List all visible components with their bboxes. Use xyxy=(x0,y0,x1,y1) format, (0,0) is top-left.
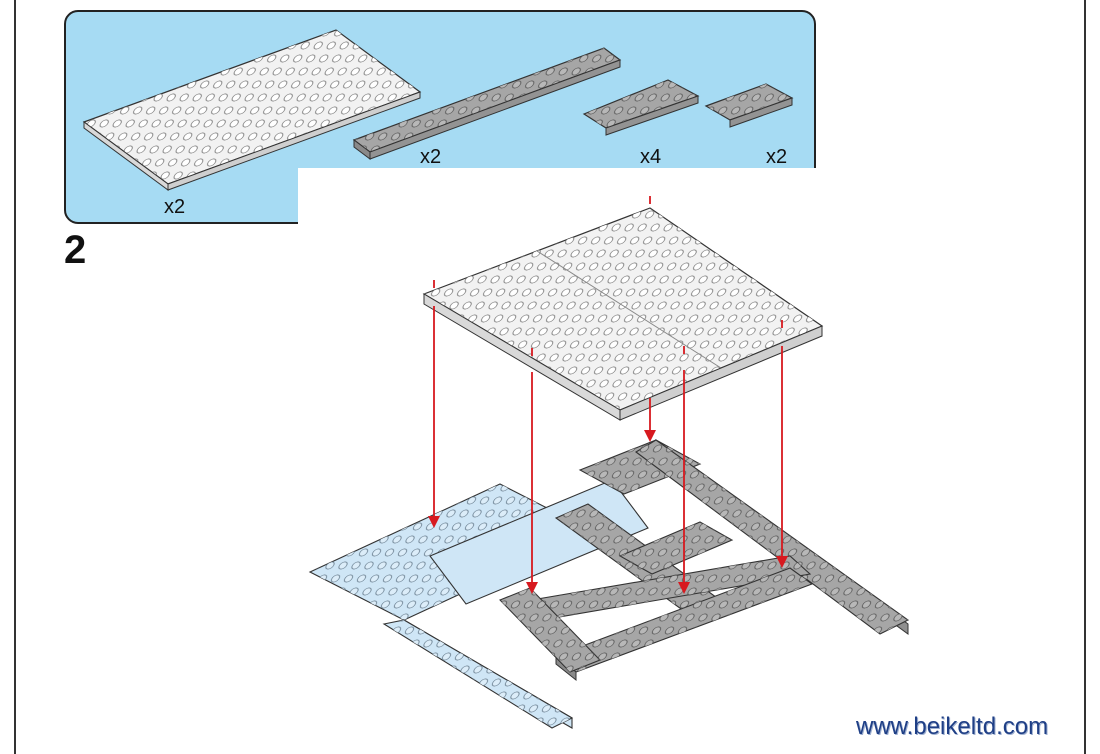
footer-website: www.beikeltd.com xyxy=(856,713,1049,740)
part-gray-plate-short xyxy=(704,83,794,128)
page-border-right xyxy=(1084,0,1086,754)
placement-arrows xyxy=(428,196,788,594)
part-quantity-label: x2 xyxy=(164,196,186,218)
step-number: 2 xyxy=(64,228,87,272)
page-border-left xyxy=(14,0,16,754)
part-gray-plate-long xyxy=(352,47,622,160)
part-gray-plate-medium xyxy=(582,79,700,136)
base-frame xyxy=(308,439,910,729)
part-quantity-label: x2 xyxy=(766,146,788,168)
top-white-plate xyxy=(422,207,824,421)
part-white-plate xyxy=(82,29,422,191)
panel-overlap-mask xyxy=(298,168,828,238)
part-quantity-label: x4 xyxy=(640,146,662,168)
part-quantity-label: x2 xyxy=(420,146,442,168)
